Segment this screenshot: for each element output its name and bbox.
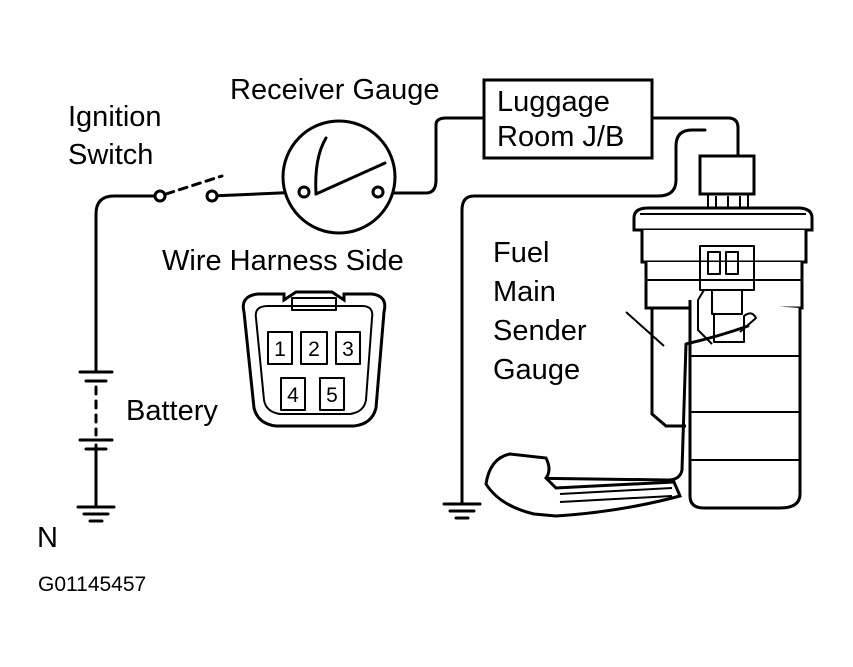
circuit-wires	[94, 116, 740, 507]
connector-pin-3-box	[335, 331, 361, 365]
connector-pin-1-box	[267, 331, 293, 365]
connector-pin-3: 3	[342, 338, 354, 361]
receiver-gauge-label: Receiver Gauge	[230, 74, 440, 106]
ignition-switch-symbol	[153, 174, 224, 203]
figure-id: G01145457	[38, 573, 146, 596]
connector-pin-5: 5	[326, 384, 338, 407]
luggage-room-junction-box	[482, 78, 654, 160]
connector-pin-2: 2	[308, 338, 320, 361]
connector-pin-2-box	[300, 331, 328, 365]
connector-pin-5-box	[319, 377, 345, 411]
battery-label: Battery	[126, 395, 218, 427]
fuel-sender-label-line1: Fuel	[493, 237, 549, 269]
ignition-switch-label-line2: Switch	[68, 139, 153, 171]
connector-pin-4: 4	[287, 384, 299, 407]
fuel-sender-leader-line	[625, 311, 665, 347]
connector-pin-4-box	[280, 377, 306, 411]
fuel-sender-label-line3: Sender	[493, 315, 587, 347]
receiver-gauge-symbol	[281, 119, 397, 235]
connector-pin-1: 1	[274, 338, 286, 361]
luggage-room-label-line1: Luggage	[497, 86, 610, 118]
fuel-pump-sender-assembly	[484, 154, 814, 518]
fuel-sender-label-line2: Main	[493, 276, 556, 308]
luggage-room-label-line2: Room J/B	[497, 121, 624, 153]
wire-harness-connector: 1 2 3 4 5	[241, 290, 387, 428]
orientation-marker: N	[37, 522, 58, 554]
fuel-sender-label-line4: Gauge	[493, 354, 580, 386]
ground-symbol-left	[76, 505, 116, 523]
ignition-switch-label-line1: Ignition	[68, 101, 162, 133]
battery-symbol	[78, 370, 114, 451]
wire-harness-side-label: Wire Harness Side	[162, 245, 404, 277]
ground-symbol-right	[442, 502, 482, 520]
